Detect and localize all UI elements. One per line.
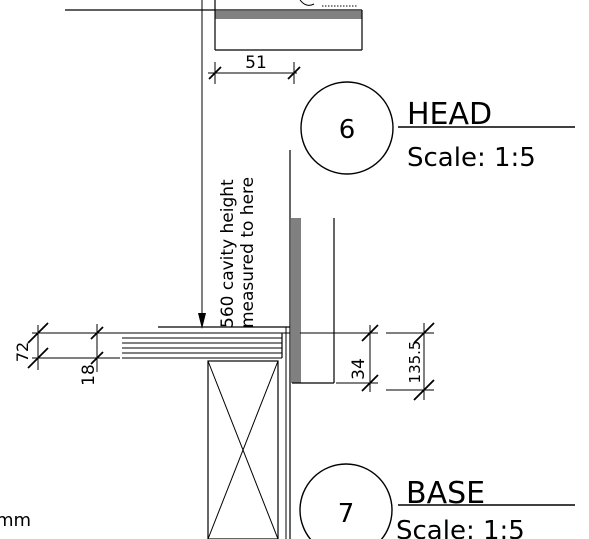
- dimension-left-outer: 72: [13, 322, 158, 370]
- detail-scale-base: Scale: 1:5: [396, 516, 525, 539]
- vertical-panel: [289, 150, 335, 539]
- detail-number-head: 6: [339, 115, 356, 145]
- dimension-right-outer: 135.5: [386, 322, 435, 401]
- detail-scale-head: Scale: 1:5: [407, 143, 536, 173]
- dimension-label-right-inner: 34: [349, 358, 369, 380]
- cavity-note-line2: measured to here: [238, 177, 258, 328]
- dimension-label-left-outer: 72: [13, 342, 32, 362]
- dimension-head-gap: 51: [208, 53, 301, 84]
- dimension-left-inner: 18: [79, 324, 120, 386]
- detail-title-base: BASE: [406, 476, 485, 511]
- timber-joist: [207, 360, 279, 539]
- cavity-note-line1: 560 cavity height: [218, 179, 238, 328]
- cavity-height-arrow: [198, 0, 206, 329]
- detail-marker-base: 7 BASE Scale: 1:5: [299, 463, 575, 539]
- dimension-label-left-inner: 18: [79, 364, 99, 386]
- detail-marker-head: 6 HEAD Scale: 1:5: [300, 81, 575, 175]
- floor-layers: [122, 326, 290, 539]
- dimension-right-inner: 34: [300, 324, 379, 392]
- edge-note-bottom-left: mm: [0, 510, 31, 531]
- dimension-label-head-gap: 51: [245, 53, 267, 73]
- head-assembly: [65, 0, 363, 51]
- dimension-label-right-outer: 135.5: [406, 341, 424, 384]
- detail-number-base: 7: [338, 499, 355, 529]
- detail-title-head: HEAD: [407, 97, 492, 132]
